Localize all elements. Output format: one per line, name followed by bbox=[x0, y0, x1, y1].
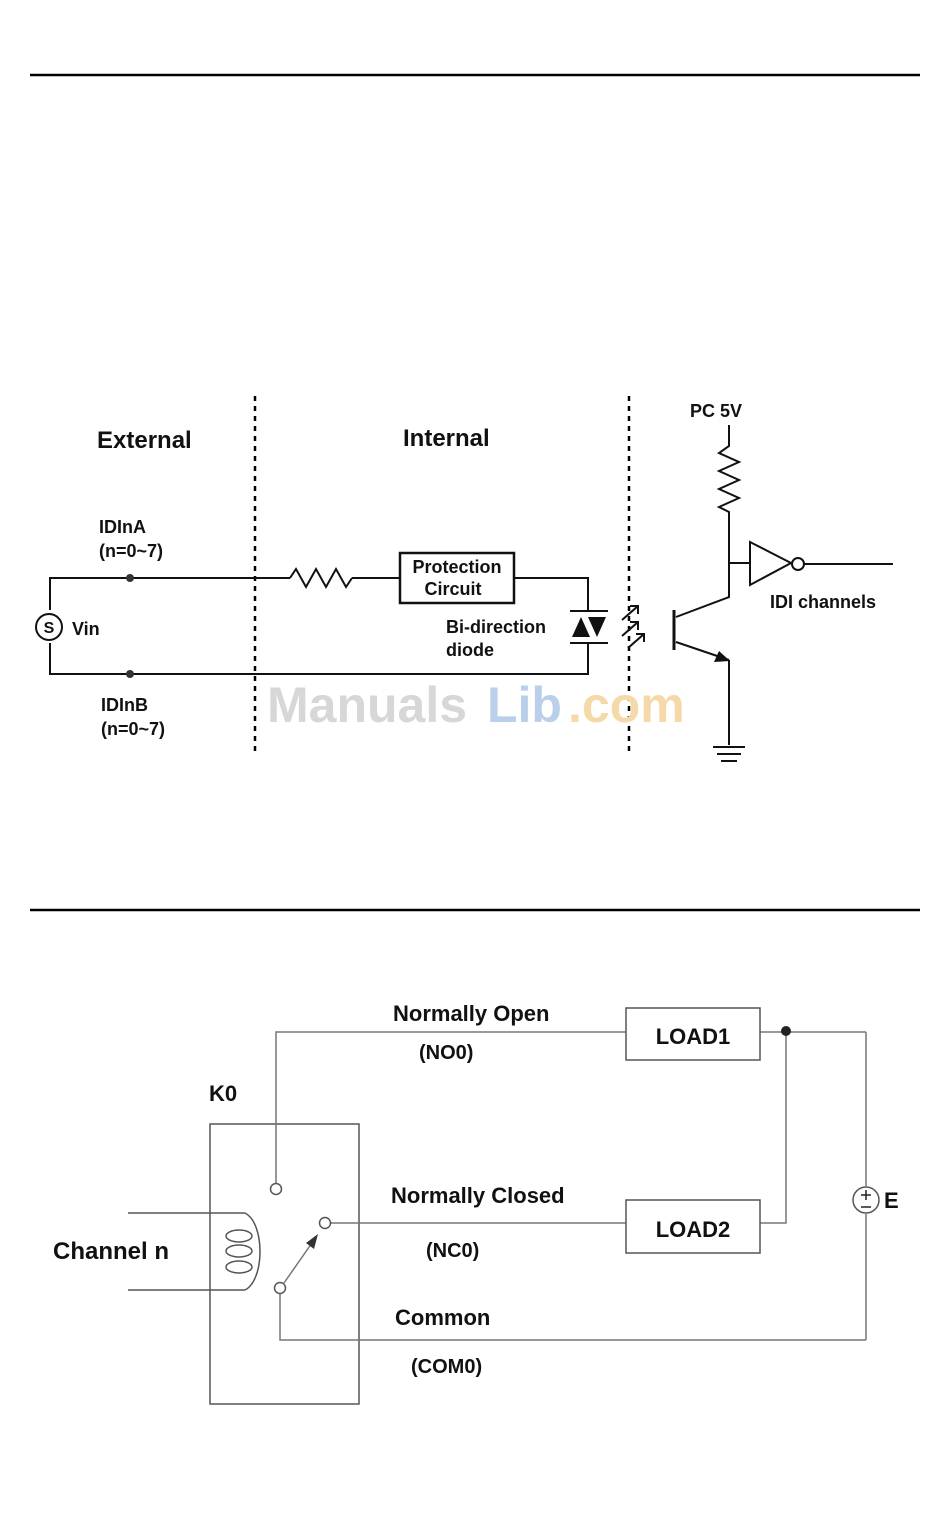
watermark-part1: Manuals bbox=[267, 677, 467, 733]
load-junction-node bbox=[781, 1026, 791, 1036]
watermark: Manuals Lib .com bbox=[267, 677, 685, 733]
idinb-label: IDInB bbox=[101, 695, 148, 715]
external-heading: External bbox=[97, 427, 192, 454]
light-arrows-icon bbox=[622, 606, 644, 648]
relay-wiring bbox=[276, 1032, 866, 1340]
watermark-part3: .com bbox=[568, 677, 685, 733]
supply-e-label: E bbox=[884, 1188, 899, 1213]
normally-closed-label: Normally Closed bbox=[391, 1183, 565, 1208]
inverter-bubble-icon bbox=[792, 558, 804, 570]
load2-label: LOAD2 bbox=[656, 1217, 731, 1242]
contact-com bbox=[275, 1283, 286, 1294]
vin-source: S bbox=[36, 614, 62, 640]
common-label: Common bbox=[395, 1305, 490, 1330]
watermark-part2: Lib bbox=[487, 677, 562, 733]
no0-label: (NO0) bbox=[419, 1042, 473, 1064]
bidirectional-diode-icon bbox=[570, 611, 608, 643]
contact-no bbox=[271, 1184, 282, 1195]
node-idinb bbox=[126, 670, 134, 678]
relay-k0-box bbox=[210, 1124, 359, 1404]
contact-nc bbox=[320, 1218, 331, 1229]
relay-output-diagram: K0 Channel n LOAD1 bbox=[53, 1001, 899, 1404]
channel-n-label: Channel n bbox=[53, 1238, 169, 1265]
pc5v-label: PC 5V bbox=[690, 401, 742, 421]
protection-line2: Circuit bbox=[424, 579, 481, 599]
protection-line1: Protection bbox=[412, 557, 501, 577]
normally-open-label: Normally Open bbox=[393, 1001, 549, 1026]
idina-label: IDInA bbox=[99, 517, 146, 537]
com0-label: (COM0) bbox=[411, 1356, 482, 1378]
inverter-icon bbox=[750, 542, 791, 585]
pullup-resistor-icon bbox=[719, 425, 739, 563]
ground-icon bbox=[713, 747, 745, 761]
idina-range: (n=0~7) bbox=[99, 541, 163, 561]
nc0-label: (NC0) bbox=[426, 1240, 479, 1262]
idi-channels-label: IDI channels bbox=[770, 592, 876, 612]
diode-line2: diode bbox=[446, 640, 494, 660]
relay-k0-label: K0 bbox=[209, 1081, 237, 1106]
diode-line1: Bi-direction bbox=[446, 617, 546, 637]
node-idina bbox=[126, 574, 134, 582]
source-symbol: S bbox=[44, 620, 55, 637]
vin-label: Vin bbox=[72, 619, 100, 639]
load1-label: LOAD1 bbox=[656, 1024, 731, 1049]
internal-heading: Internal bbox=[403, 425, 490, 452]
supply-e-icon bbox=[853, 1187, 879, 1213]
switch-arrow-icon bbox=[306, 1234, 318, 1249]
idinb-range: (n=0~7) bbox=[101, 719, 165, 739]
